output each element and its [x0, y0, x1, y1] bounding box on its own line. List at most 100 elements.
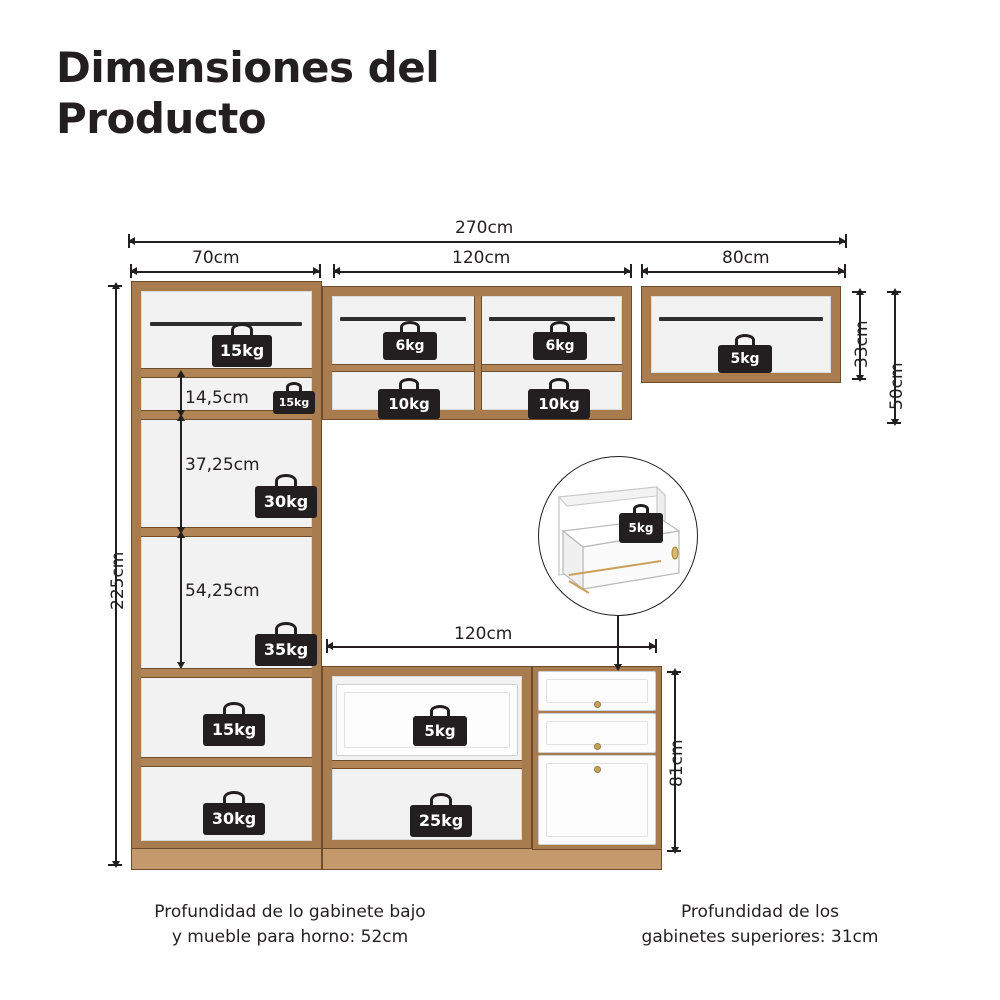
weight-badge-left-bottom: 30kg: [203, 791, 265, 835]
weight-handle-icon: [549, 378, 569, 390]
weight-value-upper-mid-right-bottom: 10kg: [528, 389, 590, 419]
left-hanging-rail: [150, 322, 302, 326]
dim-line-50: [894, 292, 896, 422]
oven-panel-inset: [344, 692, 510, 748]
footnote-right: Profundidad de los gabinetes superiores:…: [590, 900, 930, 949]
tick-total-left: [128, 234, 130, 248]
dim-line-mid-upper: [333, 271, 631, 273]
dim-line-3725: [180, 418, 182, 530]
label-left-module-width: 70cm: [192, 248, 240, 268]
weight-value-upper-right: 5kg: [718, 345, 772, 373]
arrow-left-80: [641, 267, 648, 275]
weight-handle-icon: [550, 321, 570, 333]
dim-line-right-upper: [641, 271, 845, 273]
weight-value-left-small: 15kg: [273, 391, 315, 414]
weight-badge-left-low: 15kg: [203, 702, 265, 746]
dim-line-33: [859, 292, 861, 378]
left-shelf-3: [141, 527, 312, 537]
label-shelf-gap-2: 37,25cm: [185, 455, 260, 475]
weight-handle-icon: [399, 378, 419, 390]
arrow-right-80: [838, 267, 845, 275]
drawer-bottom-knob-icon[interactable]: [594, 766, 601, 773]
dim-line-225: [115, 286, 117, 864]
tick-33-top: [852, 291, 866, 293]
weight-handle-icon: [231, 323, 253, 337]
drawer-middle[interactable]: [538, 713, 656, 753]
weight-handle-icon: [223, 702, 245, 716]
drawer-top-inset: [546, 679, 648, 703]
tick-81-top: [667, 671, 681, 673]
weight-badge-left-top: 15kg: [212, 323, 272, 367]
arrow-right-total-width: [839, 237, 846, 245]
weight-value-left-low: 15kg: [203, 714, 265, 746]
tick-total-right: [845, 234, 847, 248]
weight-value-upper-mid-right-top: 6kg: [533, 332, 587, 360]
weight-handle-icon: [223, 791, 245, 805]
arrow-up-145: [177, 370, 185, 377]
tick-50-top: [887, 291, 901, 293]
arrow-up-5425: [177, 531, 185, 538]
footnote-right-line2: gabinetes superiores: 31cm: [641, 926, 879, 947]
tick-120b-right: [655, 639, 657, 653]
tick-120u-left: [333, 264, 335, 278]
footnote-left: Profundidad de lo gabinete bajo y mueble…: [100, 900, 480, 949]
left-shelf-5: [141, 757, 312, 767]
arrow-down-145: [177, 410, 185, 417]
footnote-left-line2: y mueble para horno: 52cm: [171, 926, 409, 947]
weight-badge-upper-right: 5kg: [718, 334, 772, 373]
label-total-width: 270cm: [455, 218, 514, 238]
weight-badge-upper-mid-right-top: 6kg: [533, 321, 587, 360]
tick-225-top: [108, 285, 122, 287]
drawer-bottom-inset: [546, 763, 648, 837]
label-total-height: 225cm: [108, 551, 128, 610]
dim-line-left-module: [130, 271, 320, 273]
drawer-detail-callout: 5kg: [538, 456, 698, 616]
weight-value-drawer-callout: 5kg: [619, 513, 663, 543]
drawer-bottom-door[interactable]: [538, 755, 656, 845]
tick-33-bottom: [852, 378, 866, 380]
arrow-right-70: [313, 267, 320, 275]
upper-middle-rail-right: [489, 317, 615, 321]
weight-handle-icon: [735, 334, 755, 346]
upper-middle-divider: [474, 296, 482, 410]
label-base-module-width: 120cm: [454, 624, 513, 644]
tick-225-bottom: [108, 864, 122, 866]
drawer-middle-knob-icon[interactable]: [594, 743, 601, 750]
dim-line-total-width: [128, 241, 846, 243]
weight-handle-icon: [275, 474, 297, 488]
page-title: Dimensiones del Producto: [56, 43, 440, 144]
weight-badge-upper-mid-right-bottom: 10kg: [528, 378, 590, 419]
drawer-top[interactable]: [538, 671, 656, 711]
weight-handle-icon: [286, 382, 302, 392]
weight-handle-icon: [275, 622, 297, 636]
weight-badge-upper-mid-left-top: 6kg: [383, 321, 437, 360]
label-shelf-gap-3: 54,25cm: [185, 581, 260, 601]
weight-handle-icon: [633, 504, 649, 514]
footnote-right-line1: Profundidad de los: [680, 902, 840, 922]
weight-badge-base-left: 5kg: [413, 705, 467, 746]
dim-line-81: [674, 672, 676, 850]
arrow-right-120u: [624, 267, 631, 275]
weight-handle-icon: [430, 705, 450, 717]
weight-handle-icon: [430, 793, 452, 807]
arrow-left-70: [130, 267, 137, 275]
weight-value-left-mid-lower: 35kg: [255, 634, 317, 666]
tick-120b-left: [326, 639, 328, 653]
label-middle-upper-width: 120cm: [452, 248, 511, 268]
weight-badge-left-small: 15kg: [273, 382, 315, 414]
label-base-height: 81cm: [667, 739, 687, 787]
upper-middle-rail-left: [340, 317, 466, 321]
drawer-top-knob-icon[interactable]: [594, 701, 601, 708]
weight-badge-drawer-callout: 5kg: [619, 504, 663, 543]
arrow-up-3725: [177, 414, 185, 421]
weight-badge-upper-mid-left-bottom: 10kg: [378, 378, 440, 419]
weight-handle-icon: [400, 321, 420, 333]
tick-70-left: [130, 264, 132, 278]
left-shelf-2: [141, 410, 312, 420]
drawer-middle-inset: [546, 721, 648, 745]
upper-right-rail: [659, 317, 823, 321]
left-shelf-1: [141, 368, 312, 378]
weight-value-left-mid-upper: 30kg: [255, 486, 317, 518]
arrow-left-total-width: [128, 237, 135, 245]
